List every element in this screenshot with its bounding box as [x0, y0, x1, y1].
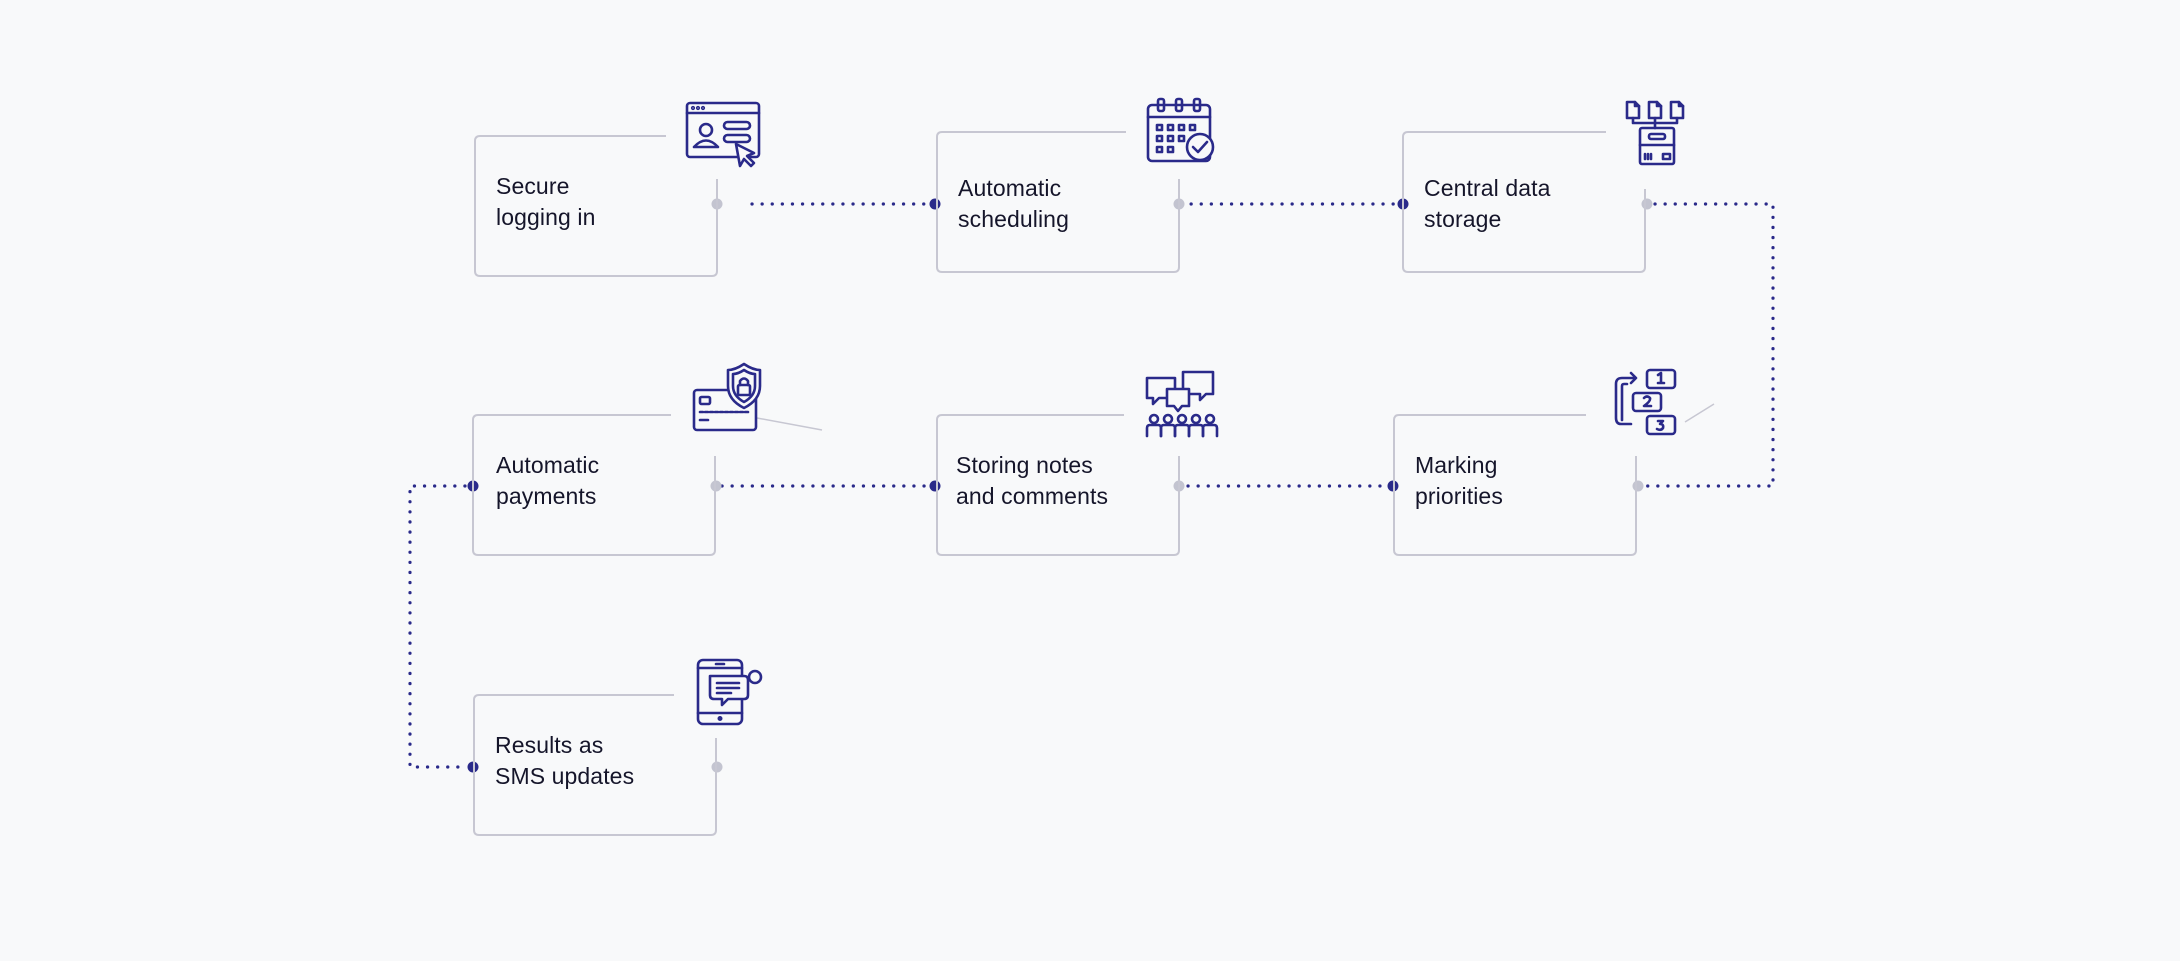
connector-6-7	[408, 484, 467, 769]
numbered-priorities-icon	[1611, 368, 1691, 438]
decorative-line	[1684, 403, 1715, 423]
connector-3-4	[1642, 202, 1775, 488]
secure-card-icon	[690, 362, 770, 432]
card-frame	[936, 414, 1180, 556]
card-frame	[1402, 131, 1646, 273]
data-storage-icon	[1622, 98, 1702, 168]
card-frame	[1393, 414, 1637, 556]
phone-message-icon	[692, 657, 772, 727]
card-frame	[473, 694, 717, 836]
card-frame	[472, 414, 716, 556]
decorative-line	[756, 417, 823, 431]
group-chat-icon	[1142, 370, 1222, 440]
login-window-icon	[684, 100, 764, 170]
calendar-check-icon	[1144, 97, 1224, 167]
card-frame	[474, 135, 718, 277]
card-frame	[936, 131, 1180, 273]
